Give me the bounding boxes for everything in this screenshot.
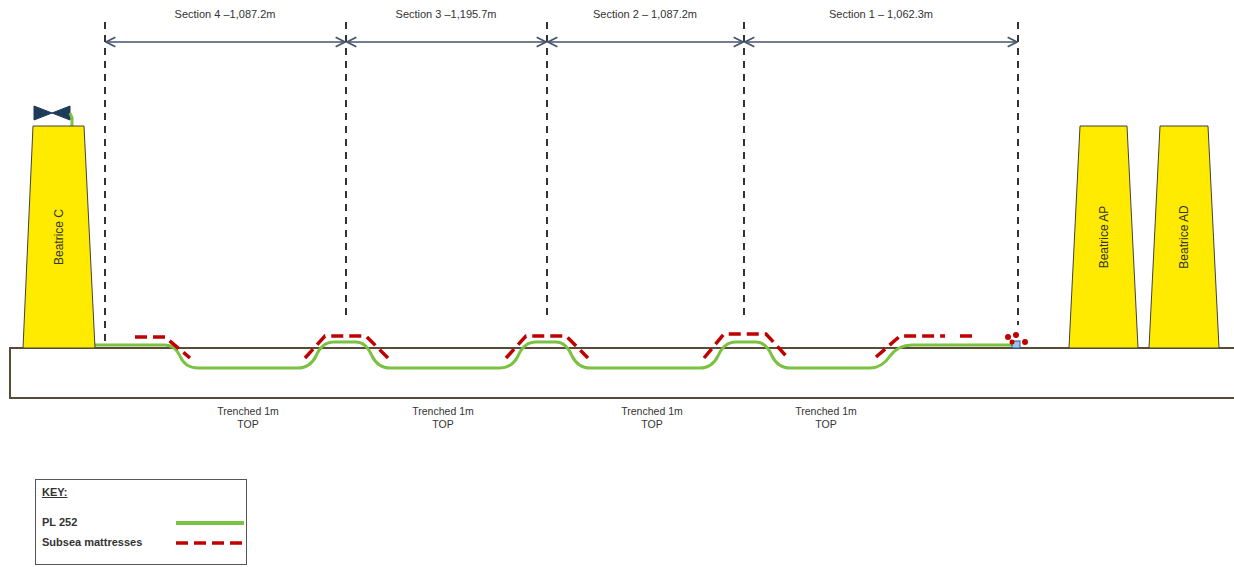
platform-name: Beatrice AD: [1177, 205, 1191, 268]
platform-tower: Beatrice AP: [1068, 125, 1139, 348]
valve-symbol: [34, 106, 72, 120]
trench-note: Trenched 1m TOP: [403, 405, 483, 431]
dimension-arrows: [106, 41, 1017, 42]
pipeline: [70, 115, 1012, 368]
legend-text: Subsea mattresses: [42, 536, 142, 548]
tower-outline: [1069, 126, 1138, 348]
tower-outline: [1149, 126, 1219, 348]
section-length: Section 1 – 1,062.3m: [827, 8, 935, 20]
platform-name: Beatrice C: [52, 208, 66, 264]
section-length: Section 2 – 1,087.2m: [591, 8, 699, 20]
section-length: Section 4 –1,087.2m: [173, 8, 278, 20]
debris-dots: [1005, 332, 1028, 345]
legend-sample: [176, 541, 244, 545]
subsea-mattresses: [135, 334, 972, 358]
platform-name: Beatrice AP: [1097, 205, 1111, 268]
trench-note: Trenched 1m TOP: [612, 405, 692, 431]
legend-sample: [176, 521, 244, 525]
key-heading: KEY:: [42, 486, 67, 498]
trench-note: Trenched 1m TOP: [786, 405, 866, 431]
platform-tower: Beatrice AD: [1148, 125, 1220, 348]
legend-text: PL 252: [42, 516, 77, 528]
section-dividers: [105, 22, 1018, 345]
section-length: Section 3 –1,195.7m: [394, 8, 499, 20]
tower-outline: [23, 126, 95, 348]
platform-tower: Beatrice C: [22, 125, 96, 348]
trench-note: Trenched 1m TOP: [208, 405, 288, 431]
seabed: [10, 348, 1234, 398]
legend-samples: [172, 480, 252, 564]
